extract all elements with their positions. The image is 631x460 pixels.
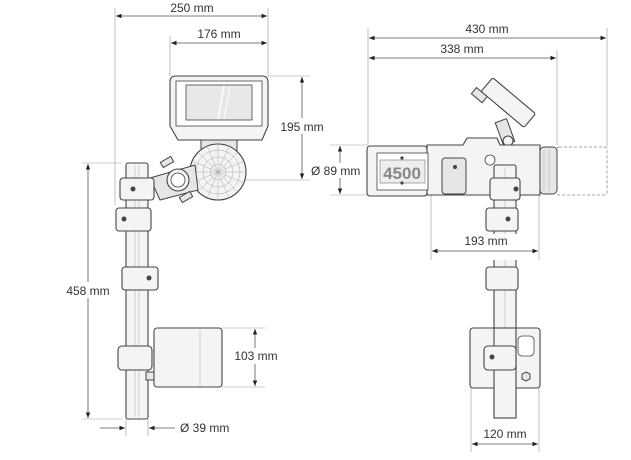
dimension-width-total: 250 mm [116,1,267,19]
dimension-length-total: 430 mm [369,22,606,41]
display-unit [169,75,269,153]
dim-label-195: 195 mm [280,120,323,134]
pole-clamp [121,266,159,291]
front-view: 250 mm 176 mm 195 mm 458 mm 103 mm Ø 39 … [62,1,328,436]
pole-clamp [115,207,152,232]
dim-label-250: 250 mm [170,1,213,15]
pole-clamp [485,266,519,291]
rotary-dial [189,143,247,201]
sensor-box [117,327,223,388]
dim-label-89: Ø 89 mm [311,164,360,178]
dimension-width-display: 176 mm [171,27,267,46]
nut-icon [521,371,531,382]
dim-label-458: 458 mm [66,284,109,298]
dimension-width-box: 120 mm [472,427,538,447]
dim-label-39: Ø 39 mm [180,421,229,435]
dimension-diameter-body: Ø 89 mm [310,146,366,194]
dimension-diameter-pole: Ø 39 mm [100,421,229,435]
dimension-length-clamp: 193 mm [432,234,538,260]
tilted-display [470,77,536,128]
dimension-height-display: 195 mm [276,77,328,179]
pole-clamp [119,177,155,201]
mounting-pole [125,162,149,420]
side-view: 430 mm 338 mm Ø 89 mm 120 mm [310,22,608,452]
dimension-height-box: 103 mm [230,329,282,386]
dim-label-193: 193 mm [464,234,507,248]
dim-label-338: 338 mm [440,42,483,56]
dim-label-103: 103 mm [234,349,277,363]
dim-label-430: 430 mm [465,22,508,36]
logo-icon [484,154,496,166]
dimension-height-total: 458 mm [62,164,116,418]
dim-label-120: 120 mm [483,427,526,441]
dim-label-176: 176 mm [197,27,240,41]
dimension-length-body: 338 mm [369,42,556,61]
extension-outline [555,146,608,196]
arm-clamp [149,155,199,204]
pole-clamp [489,177,521,201]
pole-clamp [485,207,519,232]
model-label: 4500 [383,164,421,183]
device-body: 4500 [366,137,558,197]
sensor-box-side [469,327,541,419]
